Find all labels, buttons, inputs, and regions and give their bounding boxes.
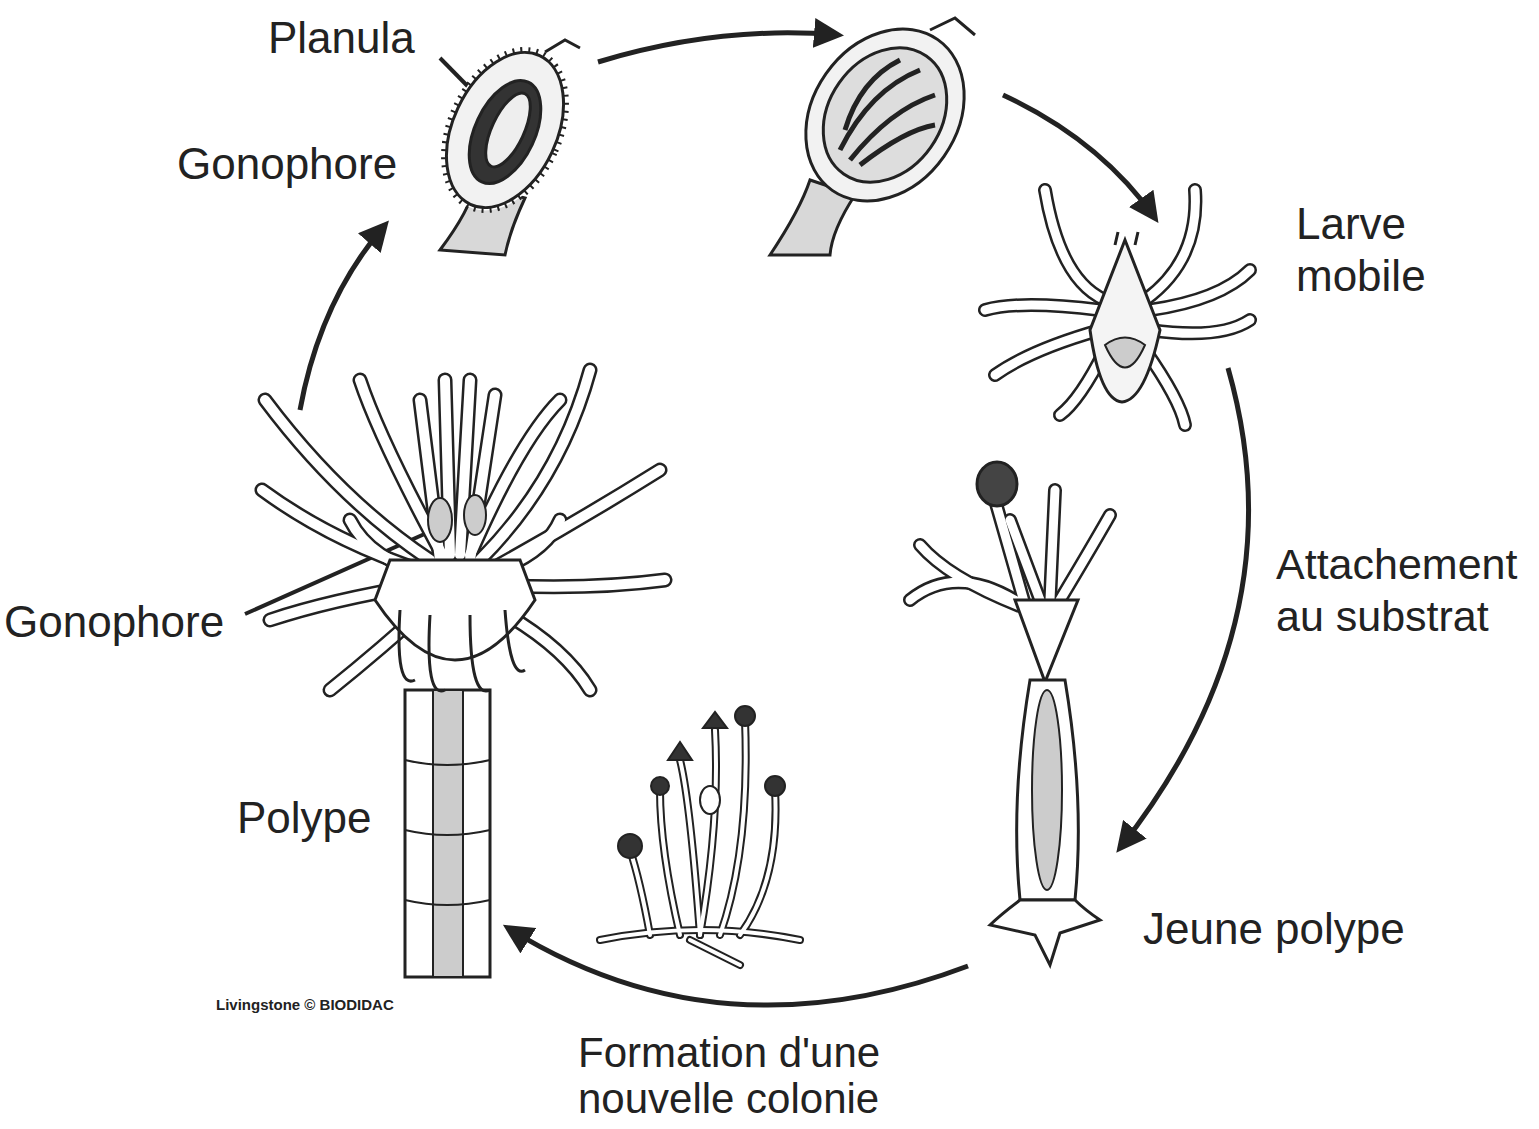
larva-mouth bbox=[1105, 338, 1145, 368]
larva-tentacle-fill bbox=[985, 190, 1250, 425]
gonophore-bud bbox=[464, 495, 486, 535]
colony-stem-fill bbox=[600, 720, 800, 965]
polyp-core bbox=[1032, 690, 1062, 890]
cycle-arrow bbox=[1120, 368, 1249, 848]
credit-text: Livingstone © BIODIDAC bbox=[216, 996, 476, 1014]
stage-label: Polype bbox=[237, 792, 397, 844]
gonophore-wall bbox=[419, 30, 591, 231]
stage-label: Gonophore bbox=[177, 138, 417, 190]
polyp-bud bbox=[977, 462, 1017, 506]
cycle-arrow bbox=[300, 225, 385, 410]
colony-heads bbox=[618, 706, 785, 858]
colony-stem-outline bbox=[600, 720, 800, 965]
larva-tip bbox=[1115, 232, 1138, 245]
stage-label: Attachement au substrat bbox=[1276, 538, 1534, 642]
stage-label: Planula bbox=[268, 12, 438, 64]
gonophore-figure bbox=[419, 30, 591, 255]
cycle-arrows bbox=[300, 33, 1249, 1005]
stage-label: Formation d'une nouvelle colonie bbox=[578, 1030, 923, 1122]
polyp-head bbox=[1015, 600, 1078, 682]
cycle-arrow bbox=[1003, 95, 1155, 218]
gonophore-wall bbox=[773, 0, 996, 232]
colony-figure bbox=[600, 706, 800, 965]
polyp-tentacle-outline bbox=[910, 490, 1110, 610]
larva-figure bbox=[985, 190, 1250, 425]
gonophore-bud bbox=[428, 498, 452, 542]
gonophore-core bbox=[455, 69, 556, 194]
larva-tentacle-outline bbox=[985, 190, 1250, 425]
polyp-foot bbox=[990, 900, 1100, 965]
gonophore-figure bbox=[770, 0, 997, 255]
stage-label: Jeune polype bbox=[1143, 903, 1443, 955]
polyp-stalk bbox=[1017, 680, 1079, 900]
polyp-stalk bbox=[405, 690, 490, 977]
inner-tentacles bbox=[399, 610, 525, 691]
polyp-tentacle-fill bbox=[262, 370, 665, 690]
larva-body bbox=[1090, 240, 1160, 402]
gonophore-wall bbox=[423, 34, 587, 227]
cycle-arrow bbox=[598, 33, 838, 62]
young-polyp-figure bbox=[910, 462, 1110, 965]
gonophore-core bbox=[798, 24, 972, 206]
polyp-figure bbox=[262, 370, 665, 977]
gonophore-tip bbox=[545, 40, 580, 52]
stage-label: Larve mobile bbox=[1296, 198, 1466, 302]
planula-figure bbox=[477, 87, 540, 173]
polyp-tentacle-outline bbox=[262, 370, 665, 690]
stage-label: Gonophore bbox=[4, 596, 244, 648]
stalk-segments bbox=[405, 760, 490, 905]
polyp-core bbox=[433, 690, 463, 977]
polyp-tentacle-fill bbox=[910, 490, 1110, 610]
developing-larva bbox=[840, 60, 935, 165]
gonophore-tip bbox=[930, 18, 975, 35]
